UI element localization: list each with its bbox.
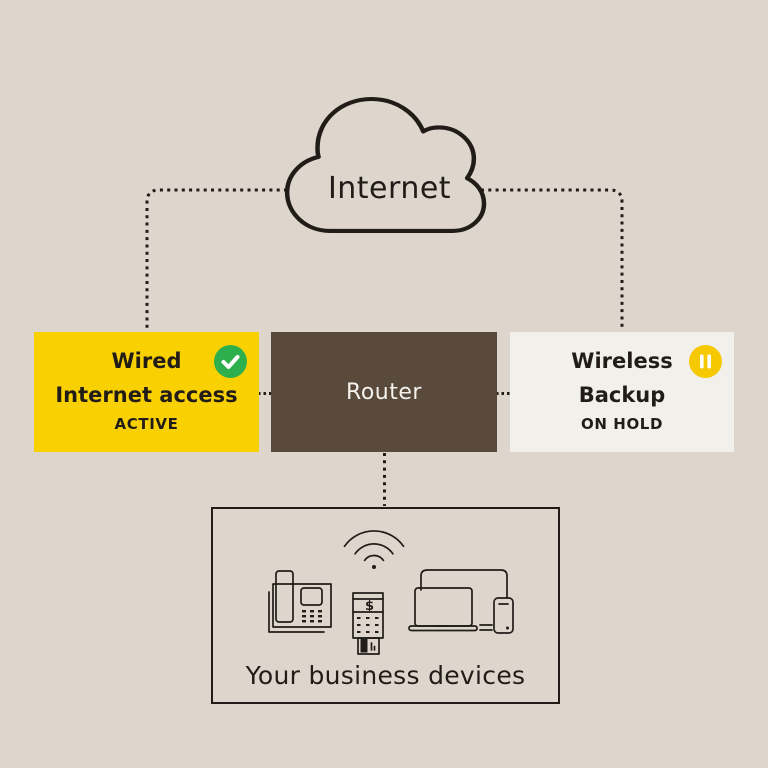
node-status: ACTIVE [114,415,179,433]
node-status: ON HOLD [580,415,664,433]
check-icon [214,345,247,378]
devices-box-label: Your business devices [245,661,526,690]
connector-cloud-to-wireless [481,188,624,330]
currency-symbol: $ [365,599,374,614]
node-router: Router [271,332,497,452]
node-title-line: Internet access [55,383,238,407]
node-title-line: Wireless [571,349,673,373]
inserted-card [360,639,368,653]
router-label: Router [346,379,422,405]
node-title-line: Backup [578,383,666,407]
connector-cloud-to-wired [145,188,287,330]
terminal-keypad-dots [357,617,379,633]
status-badge-on-hold [689,345,722,378]
wifi-icon [343,530,405,569]
internet-cloud-label: Internet [327,171,452,206]
internet-cloud: Internet [277,97,502,235]
keypad-dots [302,610,322,623]
node-wired-internet-access: Wired Internet access ACTIVE [34,332,259,452]
node-title-line: Wired [111,349,182,373]
business-devices-box: $ [211,507,560,704]
payment-terminal-icon: $ [352,592,384,655]
status-badge-active [214,345,247,378]
computer-devices-icon [408,569,514,634]
node-wireless-backup: Wireless Backup ON HOLD [510,332,734,452]
node-title: Wired Internet access [34,344,259,412]
monitor-icon [420,569,508,599]
cloud-icon [284,97,487,233]
pause-icon [689,345,722,378]
dock-lines [479,624,493,631]
card-slot [357,637,380,655]
node-title: Wireless Backup [510,344,734,412]
smartphone-icon [493,597,514,634]
laptop-icon [408,587,478,632]
desk-phone-icon [268,570,332,633]
